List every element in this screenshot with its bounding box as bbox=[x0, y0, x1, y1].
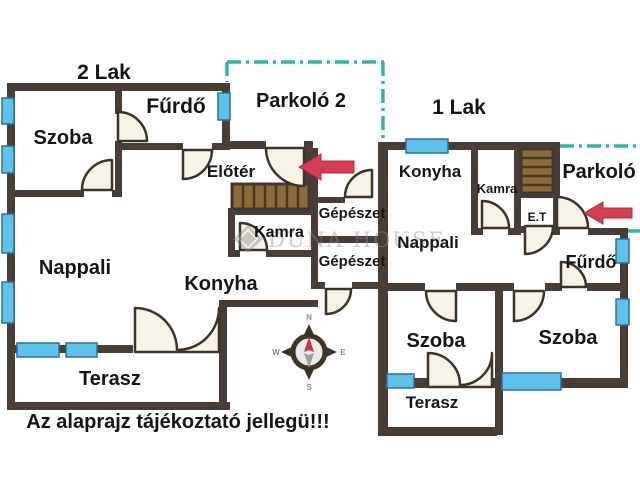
compass-needle-north bbox=[304, 337, 314, 352]
entrance-arrow-left bbox=[298, 153, 355, 181]
door-et bbox=[523, 224, 555, 256]
french-door-terasz-left bbox=[133, 306, 221, 354]
apartment-left-title: 2 Lak bbox=[77, 61, 131, 84]
door-utility-upper bbox=[343, 168, 374, 199]
watermark-diamond-icon bbox=[233, 225, 263, 253]
apartment-right-title: 1 Lak bbox=[432, 96, 486, 119]
door-entrance-right bbox=[555, 195, 590, 230]
door-utility-lower bbox=[324, 287, 353, 316]
french-door-szoba1-right bbox=[426, 351, 494, 389]
utility-strip-walls bbox=[311, 148, 385, 289]
door-kamra-right bbox=[480, 199, 511, 230]
compass-label-n: N bbox=[306, 313, 312, 322]
parking-boundary-right bbox=[560, 144, 640, 233]
label-furdo-left: Fűrdő bbox=[146, 95, 205, 118]
compass-label-s: S bbox=[306, 383, 312, 392]
door-entrance-left bbox=[264, 146, 306, 188]
stairs-left bbox=[230, 182, 311, 211]
disclaimer-text: Az alaprajz tájékoztató jellegü!!! bbox=[26, 411, 329, 433]
label-kamra-left: Kamra bbox=[254, 224, 304, 241]
parking-boundary-left bbox=[225, 60, 385, 141]
door-szoba2-right bbox=[512, 289, 546, 323]
door-szoba-furdo bbox=[116, 110, 149, 143]
label-szoba-right-1: Szoba bbox=[407, 330, 467, 352]
watermark: DUNA HOUSE bbox=[233, 225, 446, 253]
windows bbox=[1, 92, 630, 391]
label-terasz-left: Terasz bbox=[79, 368, 141, 390]
door-furdo-eloter bbox=[181, 148, 214, 181]
label-terasz-right: Terasz bbox=[406, 393, 459, 412]
label-konyha-right: Konyha bbox=[399, 162, 462, 181]
door-szoba1-right bbox=[424, 289, 458, 323]
label-parkolo-left: Parkoló 2 bbox=[256, 90, 346, 112]
label-szoba-right-2: Szoba bbox=[539, 327, 599, 349]
label-nappali-right: Nappali bbox=[397, 233, 458, 252]
compass-needle-south bbox=[304, 353, 314, 368]
compass-label-e: E bbox=[340, 348, 346, 357]
door-furdo-right bbox=[559, 260, 588, 289]
label-eloter: Előtér bbox=[207, 162, 256, 181]
label-parkolo-right: Parkoló bbox=[562, 161, 635, 183]
stairs-right bbox=[519, 147, 555, 195]
entrance-arrow-right bbox=[583, 201, 633, 225]
label-gepeszet-lower: Gépészet bbox=[319, 253, 386, 270]
compass-rose: N E S W bbox=[272, 313, 346, 392]
compass-label-w: W bbox=[272, 348, 280, 357]
label-nappali-left: Nappali bbox=[39, 257, 111, 279]
label-konyha-left: Konyha bbox=[184, 273, 258, 295]
label-szoba-left: Szoba bbox=[34, 127, 94, 149]
label-furdo-right: Fűrdő bbox=[566, 252, 617, 272]
watermark-brand-text: DUNA HOUSE bbox=[268, 228, 446, 252]
label-et: E.T bbox=[528, 210, 547, 224]
label-gepeszet-upper: Gépészet bbox=[319, 205, 386, 222]
door-szoba-eloter bbox=[80, 158, 114, 192]
label-kamra-right: Kamra bbox=[477, 181, 518, 196]
door-kamra-left bbox=[238, 221, 269, 252]
doors bbox=[80, 110, 590, 389]
